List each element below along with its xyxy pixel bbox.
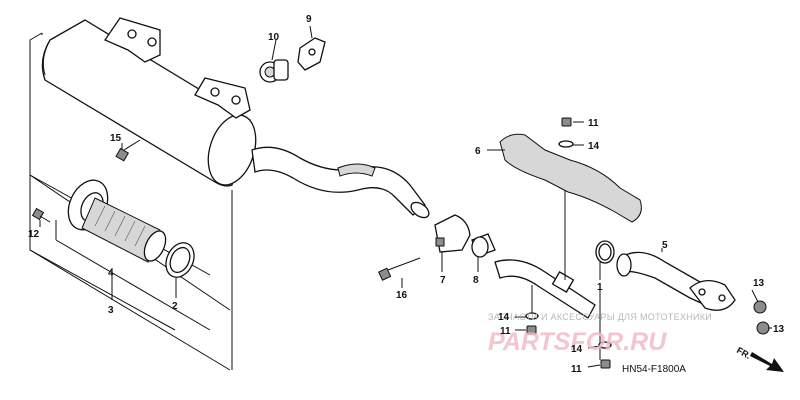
nut-13-right — [753, 300, 767, 314]
callout-14-top: 14 — [588, 141, 600, 152]
callout-12: 12 — [28, 229, 40, 240]
washer-14-bottom — [598, 341, 612, 349]
watermark-logo: PARTSFOR.RU — [488, 328, 667, 356]
nut-11-top — [561, 117, 572, 127]
bolt-15 — [115, 139, 141, 162]
callout-14-bottom: 14 — [571, 344, 583, 355]
callout-3: 3 — [108, 305, 114, 316]
direction-arrow: FR. — [735, 345, 784, 372]
nut-11-left — [526, 325, 537, 335]
nut-11-bottom — [600, 359, 611, 369]
callout-4: 4 — [108, 268, 114, 279]
callout-labels: 1 2 3 4 5 6 7 8 9 10 11 11 11 12 13 13 1… — [28, 14, 785, 375]
callout-2: 2 — [172, 301, 178, 312]
callout-16: 16 — [396, 290, 408, 301]
washer-14-left — [525, 312, 539, 320]
callout-8: 8 — [473, 275, 479, 286]
clamp-7 — [434, 214, 471, 253]
callout-11-bottom: 11 — [571, 364, 582, 375]
direction-label: FR. — [735, 345, 753, 361]
callout-6: 6 — [475, 146, 481, 157]
bolt-12 — [31, 207, 51, 223]
exhaust-pipe — [494, 185, 601, 360]
callout-9: 9 — [306, 14, 312, 25]
callout-13-lower: 13 — [773, 324, 785, 335]
rubber-mount-10 — [259, 59, 289, 83]
heat-protector-6 — [487, 133, 642, 223]
callout-7: 7 — [440, 275, 446, 286]
muffler — [41, 17, 430, 219]
spark-arrester — [67, 179, 167, 263]
callout-1: 1 — [597, 282, 603, 293]
callout-14-left: 14 — [498, 312, 510, 323]
diagram-code: HN54-F1800A — [622, 364, 686, 375]
leader-lines — [39, 25, 772, 368]
callout-11-left: 11 — [500, 326, 511, 337]
washer-14-top — [558, 140, 574, 148]
watermark-text: ЗАПЧАСТИ И АКСЕССУАРЫ ДЛЯ МОТОТЕХНИКИ — [488, 312, 712, 322]
callout-11-top: 11 — [588, 118, 599, 129]
nut-13-lower — [756, 321, 770, 335]
front-arrow-icon — [750, 352, 784, 372]
callout-13-upper: 13 — [753, 278, 765, 289]
gasket-1 — [595, 240, 615, 264]
watermark: ЗАПЧАСТИ И АКСЕССУАРЫ ДЛЯ МОТОТЕХНИКИ PA… — [488, 312, 712, 356]
collar-8 — [471, 233, 496, 258]
exhaust-pipe-5 — [616, 251, 736, 311]
callout-15: 15 — [110, 133, 122, 144]
callout-5: 5 — [662, 240, 668, 251]
callout-10: 10 — [268, 32, 280, 43]
bolt-16 — [378, 257, 421, 281]
gasket-ring — [165, 242, 195, 278]
collar-9 — [297, 37, 326, 71]
